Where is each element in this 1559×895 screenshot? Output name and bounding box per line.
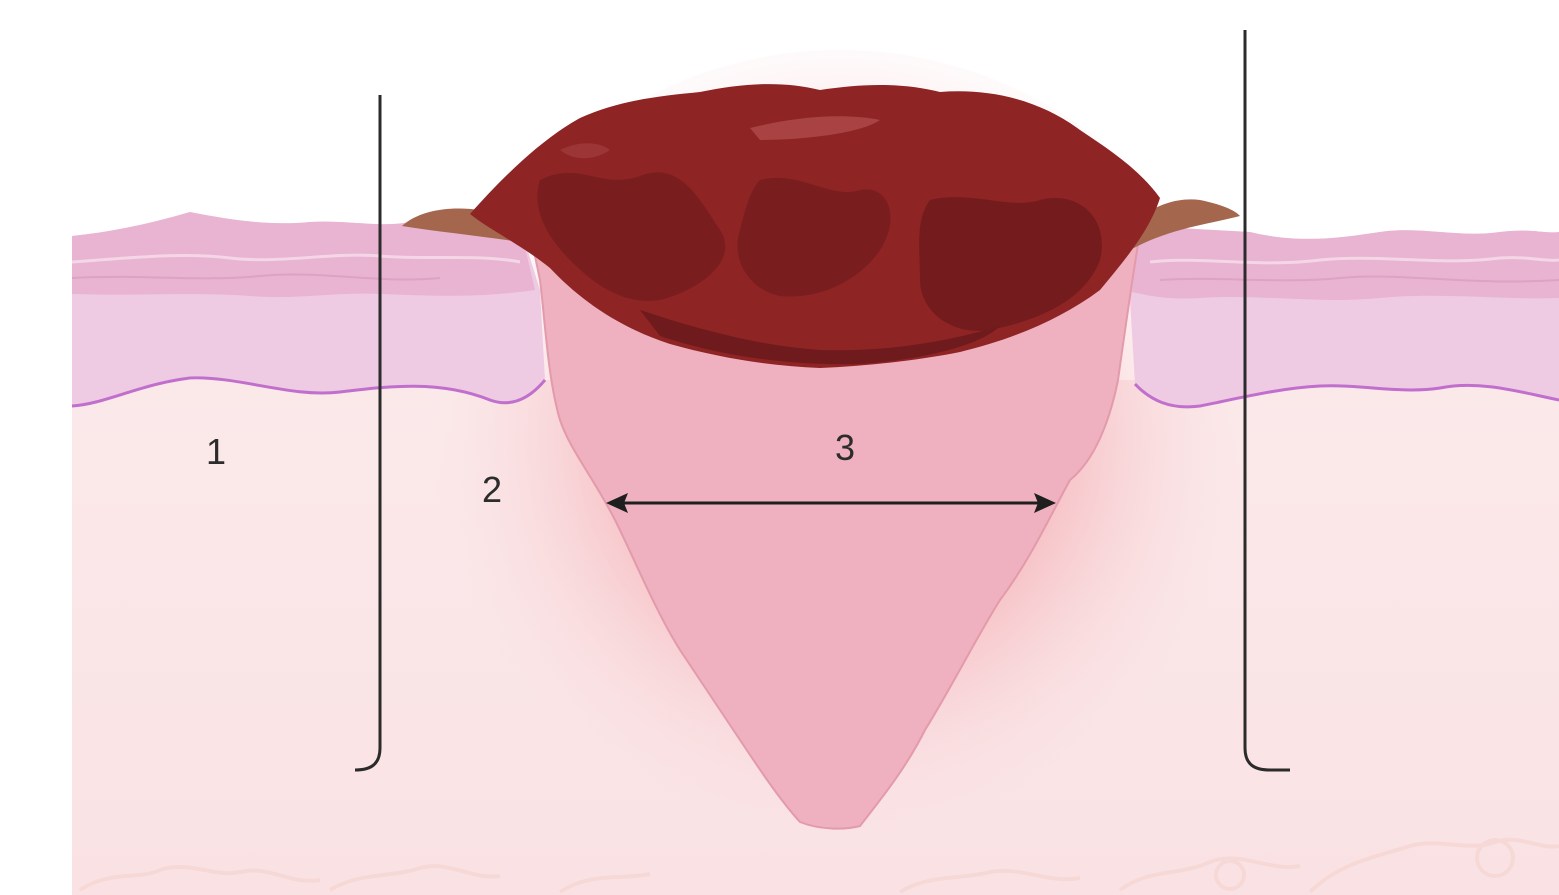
epidermis-left — [72, 212, 545, 406]
label-zone-3: 3 — [835, 427, 855, 468]
epidermis-right — [1130, 226, 1559, 407]
label-zone-2: 2 — [482, 469, 502, 510]
label-zone-1: 1 — [206, 431, 226, 472]
